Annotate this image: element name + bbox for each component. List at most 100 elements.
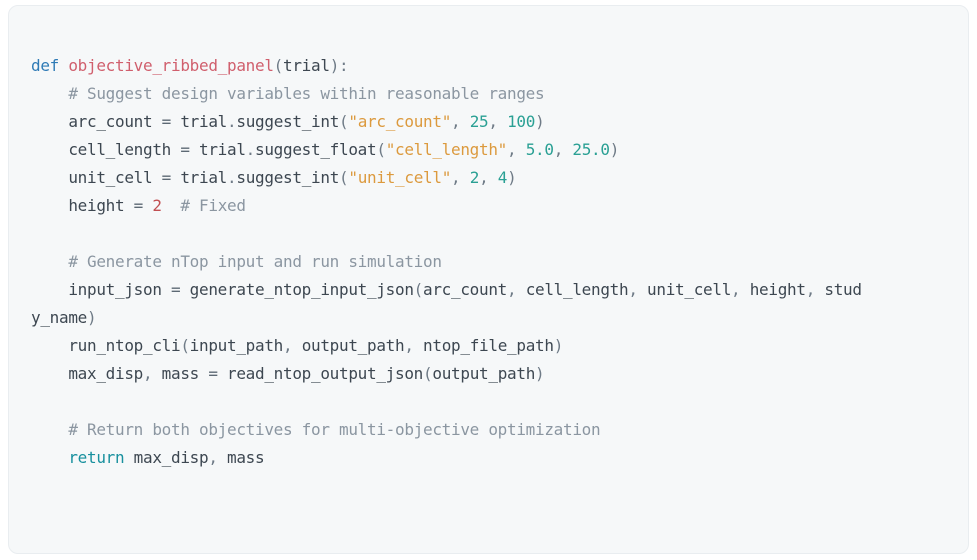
code-token-com: # Suggest design variables within reason… [68,84,545,103]
code-token-pln: height [749,280,806,299]
code-line: height = 2 # Fixed [31,192,944,220]
code-token-num: 4 [497,168,508,187]
code-token-pln: trial [283,56,330,75]
code-token-pln: y_name [31,308,87,327]
code-token-pun: ) [553,336,564,355]
code-token-pln [31,448,68,467]
code-line: def objective_ribbed_panel(trial): [31,52,944,80]
code-token-pln: unit_cell [31,168,162,187]
code-token-pun: ) [535,112,545,131]
code-token-num: 2 [469,168,480,187]
code-token-pun: , [731,280,750,299]
code-token-pln: cell_length [31,140,181,159]
code-token-pln: suggest_int [236,112,340,131]
code-token-pun: ( [376,140,386,159]
code-token-op: = [133,196,144,215]
code-token-pln: trial [189,140,246,159]
code-token-pun: , [628,280,648,299]
code-token-pln: height [31,196,134,215]
code-token-pln: read_ntop_output_json [217,364,424,383]
code-line: input_json = generate_ntop_input_json(ar… [31,276,944,304]
code-token-num: 100 [507,112,536,131]
code-token-pln: suggest_float [255,140,377,159]
code-line: return max_disp, mass [31,444,944,472]
code-token-num: 5.0 [525,140,554,159]
code-line: # Suggest design variables within reason… [31,80,944,108]
code-token-pun: , [507,280,526,299]
code-token-pln: run_ntop_cli [31,336,181,355]
code-token-op: = [180,140,190,159]
code-token-pln [162,196,181,215]
code-token-pun: , [143,364,153,383]
code-line: # Generate nTop input and run simulation [31,248,944,276]
code-token-pln [31,420,68,439]
code-token-com: # Fixed [180,196,246,215]
code-token-pln: cell_length [525,280,629,299]
code-token-com: # Return both objectives for multi-objec… [68,420,601,439]
code-line: y_name) [31,304,944,332]
code-token-pun: , [507,140,526,159]
code-token-op: = [161,168,172,187]
code-token-pun: , [805,280,825,299]
code-token-pun: ( [180,336,190,355]
code-token-pun: ( [273,56,284,75]
code-token-str: "cell_length" [385,140,508,159]
code-line: arc_count = trial.suggest_int("arc_count… [31,108,944,136]
code-token-pln: input_json [31,280,171,299]
code-token-pun: ( [413,280,424,299]
code-token-pun: , [488,112,508,131]
code-token-pln [31,252,68,271]
code-token-num: 25.0 [572,140,610,159]
code-token-op: = [208,364,218,383]
code-line: max_disp, mass = read_ntop_output_json(o… [31,360,944,388]
code-token-pun: ) [87,308,97,327]
code-token-pun: , [404,336,424,355]
code-token-pun: ) [535,364,545,383]
code-token-pln: arc_count [31,112,162,131]
code-token-op: = [161,112,172,131]
code-token-pln [143,196,152,215]
code-token-num: 25 [469,112,489,131]
code-token-com: # Generate nTop input and run simulation [68,252,442,271]
code-token-pun: ): [329,56,349,75]
code-token-pln [59,56,68,75]
code-token-pun: ( [339,168,349,187]
code-token-pun: , [479,168,498,187]
code-line: unit_cell = trial.suggest_int("unit_cell… [31,164,944,192]
code-token-pln: mass [217,448,265,467]
code-token-pun: , [451,112,470,131]
code-token-pun: . [245,140,256,159]
code-token-pln: output_path [301,336,405,355]
code-token-pln: arc_count [423,280,508,299]
code-token-pln: suggest_int [236,168,340,187]
code-line [31,388,944,416]
code-token-pun: . [227,112,237,131]
code-token-num2: 2 [152,196,162,215]
code-token-pun: ( [423,364,433,383]
code-token-pln: max_disp [31,364,143,383]
code-token-pun: ) [609,140,620,159]
code-token-str: "arc_count" [348,112,452,131]
code-token-pln: trial [171,168,228,187]
code-token-pun: , [208,448,218,467]
code-token-pln: stud [824,280,862,299]
code-token-pun: . [227,168,237,187]
code-token-fn: objective_ribbed_panel [68,56,274,75]
code-token-pun: ( [339,112,349,131]
code-content: def objective_ribbed_panel(trial): # Sug… [31,52,944,472]
code-token-pln: max_disp [124,448,209,467]
code-token-pln: ntop_file_path [423,336,554,355]
code-token-kw2: return [68,448,125,467]
code-token-pun: , [553,140,573,159]
code-token-op: = [171,280,181,299]
code-token-pln: output_path [432,364,536,383]
code-line: cell_length = trial.suggest_float("cell_… [31,136,944,164]
code-token-pln: mass [152,364,209,383]
code-line [31,220,944,248]
code-token-pun: , [283,336,302,355]
code-token-str: "unit_cell" [348,168,452,187]
code-block: def objective_ribbed_panel(trial): # Sug… [8,5,969,554]
code-token-pln: trial [171,112,228,131]
code-token-pln [31,84,68,103]
